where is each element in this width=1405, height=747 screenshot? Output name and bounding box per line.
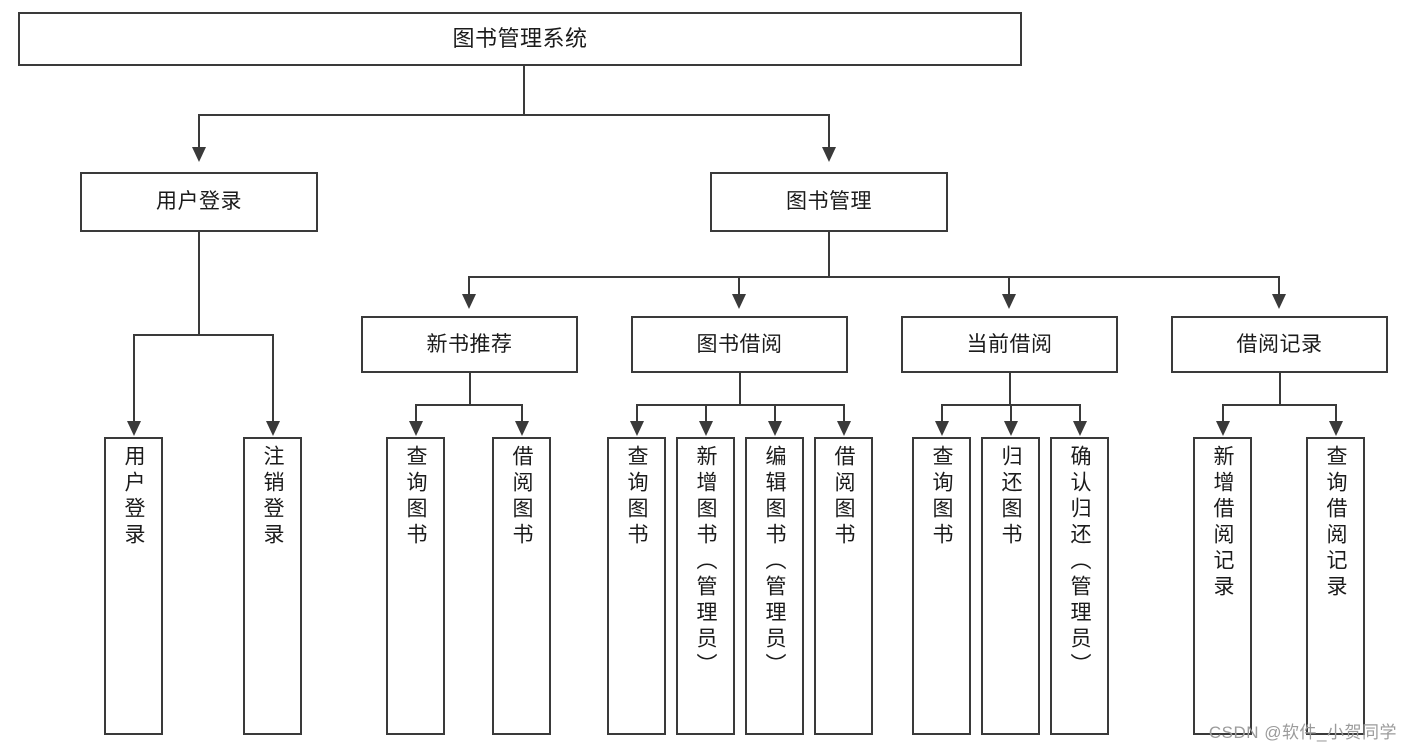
leaf-user-login[interactable]: 用户登录 bbox=[104, 437, 163, 735]
node-borrow-record[interactable]: 借阅记录 bbox=[1171, 316, 1388, 373]
connector-bm-to-borrow-record bbox=[1278, 276, 1280, 294]
arrowhead-bb-b1 bbox=[630, 421, 644, 436]
node-root-book-management-system[interactable]: 图书管理系统 bbox=[18, 12, 1022, 66]
connector-bb-bus bbox=[636, 404, 844, 406]
node-label: 新增借阅记录 bbox=[1211, 445, 1234, 601]
connector-nbr-bus bbox=[415, 404, 523, 406]
connector-user-login-bus bbox=[133, 334, 274, 336]
leaf-user-logout[interactable]: 注销登录 bbox=[243, 437, 302, 735]
arrowhead-cb-b1 bbox=[935, 421, 949, 436]
node-label: 查询图书 bbox=[404, 445, 427, 549]
leaf-edit-book[interactable]: 编辑图书（管理员） bbox=[745, 437, 804, 735]
arrowhead-bb-b4 bbox=[837, 421, 851, 436]
connector-bb-stem bbox=[739, 373, 741, 406]
leaf-confirm-return[interactable]: 确认归还（管理员） bbox=[1050, 437, 1109, 735]
node-label: 用户登录 bbox=[122, 445, 145, 549]
arrowhead-br-b1 bbox=[1216, 421, 1230, 436]
leaf-borrow-book-2[interactable]: 借阅图书 bbox=[814, 437, 873, 735]
node-label: 注销登录 bbox=[261, 445, 284, 549]
connector-br-stem bbox=[1279, 373, 1281, 406]
node-user-login[interactable]: 用户登录 bbox=[80, 172, 318, 232]
connector-root-to-book-manage bbox=[828, 114, 830, 147]
node-label: 借阅记录 bbox=[1236, 332, 1323, 356]
connector-br-b1 bbox=[1222, 404, 1224, 423]
node-label: 新书推荐 bbox=[426, 332, 513, 356]
connector-cb-b2 bbox=[1010, 404, 1012, 423]
arrowhead-bm-to-borrow-record bbox=[1272, 294, 1286, 309]
connector-cb-b3 bbox=[1079, 404, 1081, 423]
connector-nbr-b2 bbox=[521, 404, 523, 423]
arrowhead-user-login-b1 bbox=[127, 421, 141, 436]
node-label: 用户登录 bbox=[156, 190, 242, 214]
arrowhead-cb-b3 bbox=[1073, 421, 1087, 436]
node-current-borrow[interactable]: 当前借阅 bbox=[901, 316, 1118, 373]
arrowhead-br-b2 bbox=[1329, 421, 1343, 436]
leaf-query-book-2[interactable]: 查询图书 bbox=[607, 437, 666, 735]
arrowhead-bb-b2 bbox=[699, 421, 713, 436]
connector-book-manage-stem bbox=[828, 232, 830, 277]
connector-br-bus bbox=[1222, 404, 1337, 406]
connector-root-bus bbox=[198, 114, 830, 116]
connector-nbr-b1 bbox=[415, 404, 417, 423]
connector-bb-b1 bbox=[636, 404, 638, 423]
node-label: 查询图书 bbox=[625, 445, 648, 549]
leaf-add-book[interactable]: 新增图书（管理员） bbox=[676, 437, 735, 735]
connector-cb-stem bbox=[1009, 373, 1011, 406]
leaf-query-book-3[interactable]: 查询图书 bbox=[912, 437, 971, 735]
connector-bb-b4 bbox=[843, 404, 845, 423]
connector-bm-to-book-borrow bbox=[738, 276, 740, 294]
node-label: 图书管理 bbox=[786, 190, 872, 214]
node-label: 查询图书 bbox=[930, 445, 953, 549]
arrowhead-nbr-b1 bbox=[409, 421, 423, 436]
arrowhead-root-to-book-manage bbox=[822, 147, 836, 162]
node-label: 查询借阅记录 bbox=[1324, 445, 1347, 601]
arrowhead-bm-to-new-book bbox=[462, 294, 476, 309]
connector-root-stem bbox=[523, 66, 525, 115]
leaf-borrow-book-1[interactable]: 借阅图书 bbox=[492, 437, 551, 735]
leaf-query-record[interactable]: 查询借阅记录 bbox=[1306, 437, 1365, 735]
node-label: 借阅图书 bbox=[510, 445, 533, 549]
arrowhead-bm-to-book-borrow bbox=[732, 294, 746, 309]
connector-book-manage-bus bbox=[468, 276, 1280, 278]
arrowhead-bb-b3 bbox=[768, 421, 782, 436]
connector-bm-to-new-book bbox=[468, 276, 470, 294]
node-label: 归还图书 bbox=[999, 445, 1022, 549]
connector-user-login-b2 bbox=[272, 334, 274, 423]
node-label: 当前借阅 bbox=[966, 332, 1053, 356]
arrowhead-root-to-user-login bbox=[192, 147, 206, 162]
connector-user-login-b1 bbox=[133, 334, 135, 423]
connector-root-to-user-login bbox=[198, 114, 200, 147]
node-label: 确认归还（管理员） bbox=[1068, 445, 1091, 679]
node-book-borrow[interactable]: 图书借阅 bbox=[631, 316, 848, 373]
node-label: 新增图书（管理员） bbox=[694, 445, 717, 679]
node-label: 图书借阅 bbox=[696, 332, 783, 356]
connector-bb-b3 bbox=[774, 404, 776, 423]
leaf-add-record[interactable]: 新增借阅记录 bbox=[1193, 437, 1252, 735]
arrowhead-nbr-b2 bbox=[515, 421, 529, 436]
node-label: 借阅图书 bbox=[832, 445, 855, 549]
connector-nbr-stem bbox=[469, 373, 471, 406]
arrowhead-user-login-b2 bbox=[266, 421, 280, 436]
connector-user-login-stem bbox=[198, 232, 200, 336]
node-label: 图书管理系统 bbox=[452, 25, 588, 51]
connector-cb-b1 bbox=[941, 404, 943, 423]
connector-bb-b2 bbox=[705, 404, 707, 423]
node-label: 编辑图书（管理员） bbox=[763, 445, 786, 679]
arrowhead-cb-b2 bbox=[1004, 421, 1018, 436]
leaf-query-book-1[interactable]: 查询图书 bbox=[386, 437, 445, 735]
node-new-book-recommend[interactable]: 新书推荐 bbox=[361, 316, 578, 373]
arrowhead-bm-to-current-borrow bbox=[1002, 294, 1016, 309]
connector-br-b2 bbox=[1335, 404, 1337, 423]
connector-bm-to-current-borrow bbox=[1008, 276, 1010, 294]
node-book-manage[interactable]: 图书管理 bbox=[710, 172, 948, 232]
leaf-return-book[interactable]: 归还图书 bbox=[981, 437, 1040, 735]
